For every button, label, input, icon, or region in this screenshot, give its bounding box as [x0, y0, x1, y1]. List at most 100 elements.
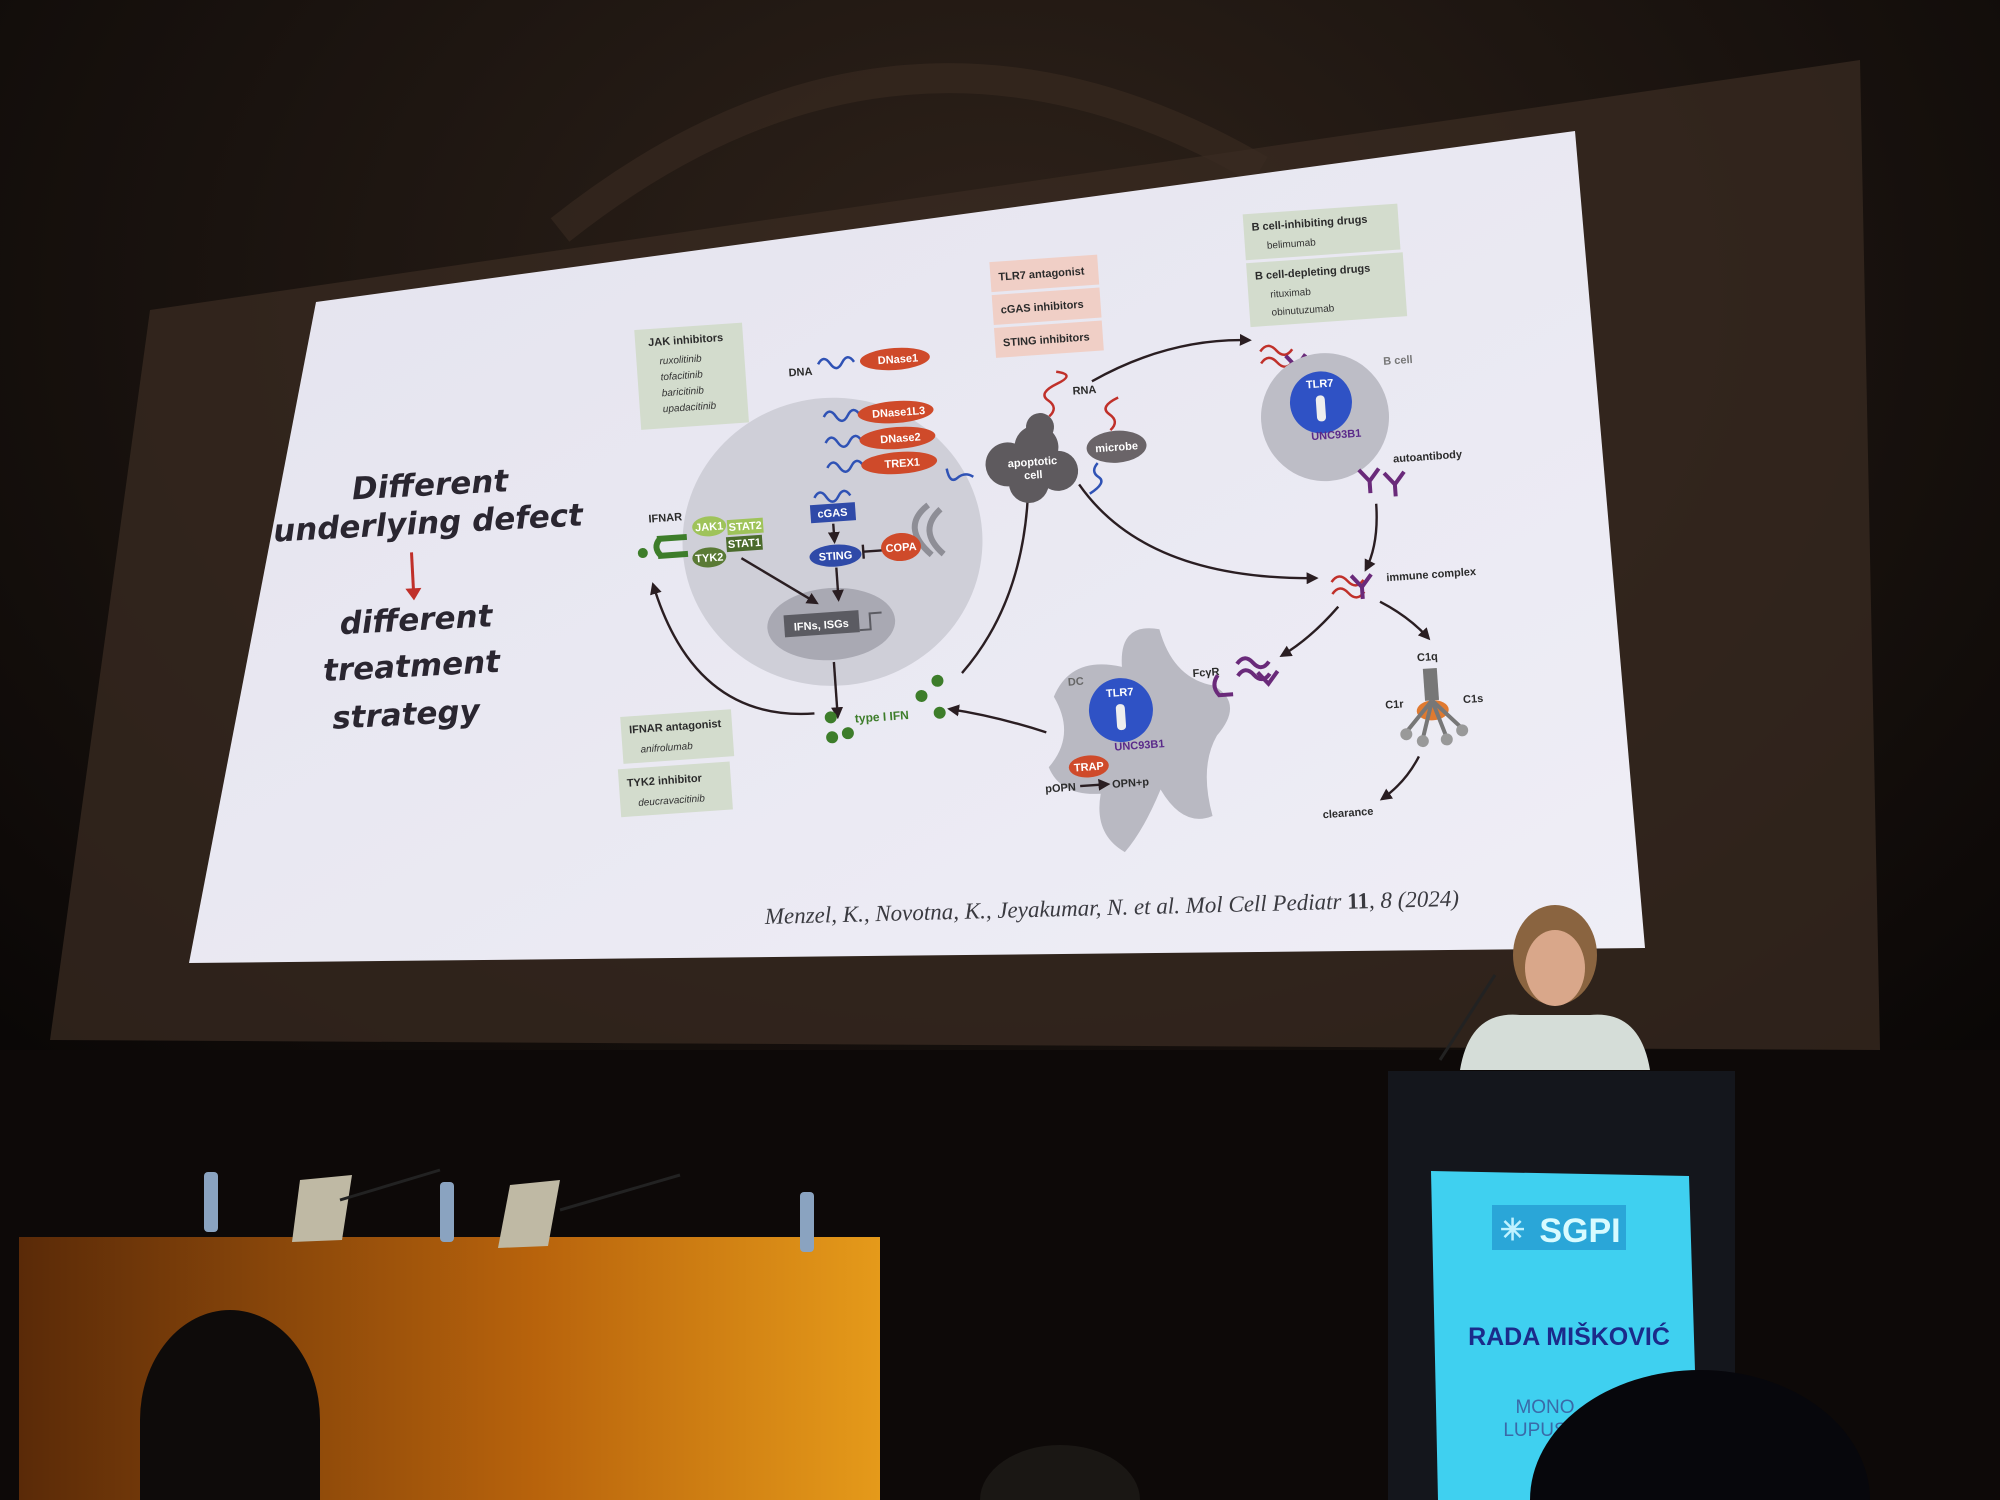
audience-head — [980, 1445, 1140, 1500]
dnase1-enzyme — [859, 347, 930, 371]
presenter — [1460, 905, 1650, 1070]
sgpi-logo-label: SGPI — [1539, 1212, 1620, 1250]
citation-rest: , 8 (2024) — [1369, 886, 1460, 913]
dna-strand — [816, 356, 856, 370]
stat1-label: STAT1 — [727, 537, 761, 551]
talk-title-line-2: LUPUS — [1503, 1420, 1566, 1441]
jak1-oval — [692, 516, 727, 537]
tyk2-inhibitor-box — [617, 761, 733, 818]
apoptotic-cell — [985, 413, 1079, 503]
type1-ifn-dots — [824, 674, 946, 744]
bcell-depleting-box — [1246, 252, 1408, 328]
sting-oval — [809, 544, 862, 567]
microbe — [1086, 430, 1147, 463]
c1r-label: C1r — [1385, 698, 1405, 711]
sgpi-logo — [1492, 1205, 1626, 1250]
tyk2-oval — [692, 547, 727, 568]
ifn-dot — [637, 548, 648, 559]
ifn-ifnar-arrow — [650, 582, 815, 716]
nucleus-ifn-arrow — [831, 661, 844, 720]
ifnar-label: IFNAR — [648, 511, 682, 525]
rna-label: RNA — [1072, 384, 1097, 398]
nuclease-stack: DNase1L3 DNase2 TREX1 — [822, 400, 938, 475]
conclusion-line-3: strategy — [331, 693, 482, 737]
ic-fcyr-arrow — [1279, 605, 1340, 657]
autoantibodies — [1357, 467, 1406, 497]
name-plates — [292, 1175, 560, 1248]
audience-head — [1530, 1370, 1870, 1500]
trex1-label: TREX1 — [884, 457, 920, 471]
stat2-box — [726, 517, 764, 536]
jak1-label: JAK1 — [695, 520, 724, 534]
audience-head — [140, 1310, 320, 1500]
dnase1l3-label: DNase1L3 — [872, 405, 926, 421]
stat2-label: STAT2 — [728, 520, 762, 534]
cgas-label: cGAS — [817, 507, 848, 521]
bcell-inhibiting-box — [1242, 203, 1401, 261]
fcyr-complex — [1212, 656, 1280, 698]
copa-inhibition — [863, 549, 884, 553]
trap-label: TRAP — [1074, 760, 1105, 774]
autoantibody-ic-arrow — [1364, 503, 1378, 572]
headline-line-1: Different — [351, 463, 510, 507]
dc-label: DC — [1067, 676, 1084, 689]
copa-oval — [881, 532, 922, 562]
c1s-label: C1s — [1463, 693, 1484, 706]
sting-label: STING — [818, 549, 852, 563]
tyk2-item: deucravacitinib — [638, 793, 706, 809]
cgas-sting-arrow — [827, 523, 840, 545]
jak-item: baricitinib — [661, 385, 704, 399]
tyk2-label: TYK2 — [695, 551, 724, 565]
microbe-label: microbe — [1095, 440, 1139, 455]
dnase1-label: DNase1 — [877, 352, 918, 367]
pathway-diagram: IFNs, ISGs JAK inhibitors ruxolitinib to… — [617, 203, 1484, 853]
tyk2-box-title: TYK2 inhibitor — [626, 772, 703, 789]
cgas-inhibitors-label: cGAS inhibitors — [1000, 299, 1084, 317]
dc-ifn-arrow — [947, 704, 1047, 734]
rna-immune-complex-arrow — [1078, 483, 1319, 585]
sting-nucleus-arrow — [831, 567, 844, 602]
ceiling-arch — [550, 63, 1268, 242]
popn-label: pOPN — [1045, 781, 1076, 795]
fcyr-label: FcγR — [1192, 666, 1220, 680]
immune-complex-antibody — [1349, 573, 1373, 600]
dna-label: DNA — [788, 366, 813, 380]
ifns-isgs-label: IFNs, ISGs — [793, 618, 849, 634]
jak-item: tofacitinib — [660, 369, 703, 383]
trap-oval — [1068, 755, 1109, 778]
red-arrow-head — [405, 587, 422, 601]
rna-strand — [1043, 370, 1068, 418]
copa-inhibition-bar — [861, 544, 865, 559]
jak-box-title: JAK inhibitors — [648, 332, 724, 349]
dc-tlr7-label: TLR7 — [1106, 686, 1134, 700]
dc-unc93b1-label: UNC93B1 — [1114, 738, 1165, 753]
presentation-slide: Different underlying defect different tr… — [189, 131, 1645, 963]
bcell-depleting-item: rituximab — [1270, 287, 1312, 301]
clearance-label: clearance — [1322, 806, 1373, 822]
cgas-box — [809, 502, 857, 524]
citation-volume: 11 — [1347, 888, 1369, 914]
opnp-label: OPN+p — [1112, 776, 1150, 791]
water-bottles — [204, 1172, 814, 1252]
bcell-label: B cell — [1383, 354, 1413, 368]
conclusion-line-1: different — [339, 598, 495, 642]
jak-item: ruxolitinib — [659, 353, 702, 367]
ic-c1q-arrow — [1379, 600, 1431, 641]
microphones — [339, 1168, 681, 1212]
unc93b1-label: UNC93B1 — [1311, 428, 1362, 443]
ifn-apoptotic-arrow — [961, 475, 1035, 674]
dna-strand — [945, 462, 1103, 495]
red-arrow — [409, 552, 416, 593]
jak-item: upadacitinib — [663, 401, 717, 416]
speaker-name: RADA MIŠKOVIĆ — [1468, 1321, 1670, 1351]
c1-clearance-arrow — [1379, 755, 1420, 801]
rna-bcell-arrow — [1091, 333, 1252, 383]
cytosolic-dna — [813, 489, 852, 503]
sgpi-antibody-star-icon: ✳ — [1500, 1214, 1525, 1247]
autoantibody-label: autoantibody — [1393, 449, 1464, 466]
bcell-depleting-item: obinutuzumab — [1271, 303, 1335, 318]
ifnar-antagonist-box — [620, 709, 735, 764]
tlr7-label: TLR7 — [1306, 377, 1334, 391]
bcell-inhibiting-item: belimumab — [1267, 237, 1317, 251]
